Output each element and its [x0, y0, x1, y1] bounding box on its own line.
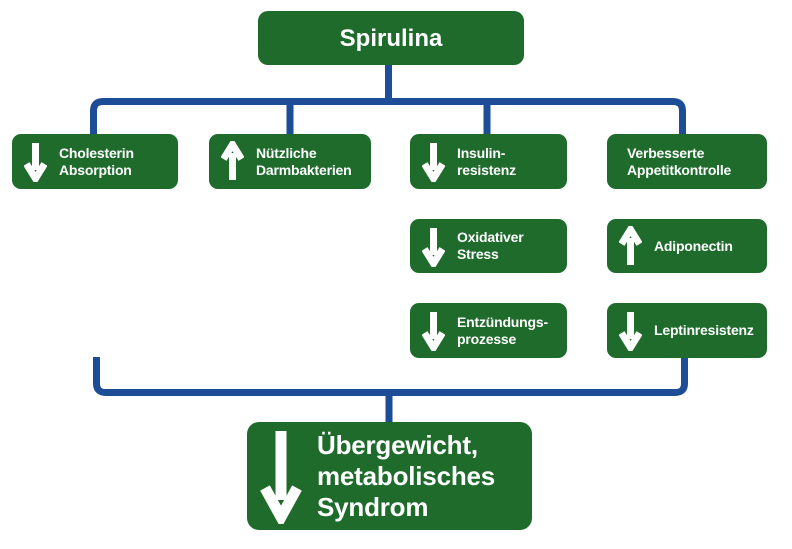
- node-oxidativer-stress: Oxidativer Stress: [410, 219, 567, 273]
- node-label: Adiponectin: [654, 237, 733, 254]
- node-spirulina: Spirulina: [258, 11, 524, 65]
- node-adiponectin: Adiponectin: [607, 219, 767, 273]
- node-insulinresistenz: Insulin- resistenz: [410, 134, 567, 189]
- down-arrow-icon: [422, 227, 445, 267]
- up-arrow-icon: [221, 141, 244, 180]
- node-label: Insulin- resistenz: [457, 144, 516, 178]
- node-label: Cholesterin Absorption: [59, 144, 134, 178]
- node-nuetzliche-darmbakterien: Nützliche Darmbakterien: [209, 134, 371, 189]
- node-label: Leptinresistenz: [654, 322, 754, 338]
- node-label: Oxidativer Stress: [457, 229, 524, 262]
- down-arrow-icon: [24, 143, 47, 182]
- up-arrow-icon: [619, 225, 642, 265]
- connector-bottom-bar: [93, 357, 688, 396]
- down-arrow-icon: [260, 431, 302, 524]
- node-label: Entzündungs- prozesse: [457, 313, 548, 347]
- down-arrow-icon: [619, 312, 642, 351]
- node-label: Nützliche Darmbakterien: [256, 144, 352, 178]
- node-verbesserte-appetitkontrolle: Verbesserte Appetitkontrolle: [607, 134, 767, 189]
- connector-top-bar: [90, 98, 686, 135]
- node-label: Übergewicht, metabolisches Syndrom: [317, 429, 496, 522]
- down-arrow-icon: [422, 143, 445, 182]
- node-leptinresistenz: Leptinresistenz: [607, 303, 767, 358]
- node-entzuendungsprozesse: Entzündungs- prozesse: [410, 303, 567, 358]
- down-arrow-icon: [422, 312, 445, 351]
- node-uebergewicht-metabolisches-syndrom: Übergewicht, metabolisches Syndrom: [247, 422, 532, 530]
- node-label: Verbesserte Appetitkontrolle: [627, 144, 732, 178]
- node-spirulina-label: Spirulina: [339, 24, 443, 52]
- node-cholesterin-absorption: Cholesterin Absorption: [12, 134, 178, 189]
